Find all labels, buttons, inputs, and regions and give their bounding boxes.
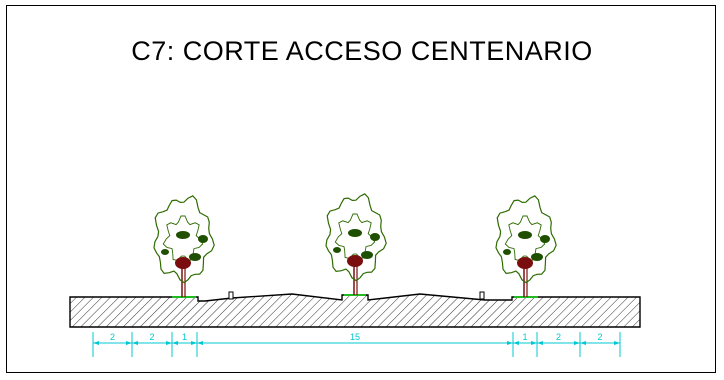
dimension-arrow [191, 341, 197, 345]
dimension-arrow [507, 341, 513, 345]
curb-left [228, 291, 234, 300]
dimension-arrow [580, 341, 586, 345]
trees-layer [153, 193, 557, 297]
dimension-arrow [93, 341, 99, 345]
dimension-label: 1 [182, 332, 187, 342]
dimension-arrow [614, 341, 620, 345]
dimension-label: 1 [522, 332, 527, 342]
tree-crown [153, 195, 215, 284]
dimension-label: 2 [597, 332, 602, 342]
dimension-arrow [126, 341, 132, 345]
tree-center [325, 193, 387, 295]
drawing-title: C7: CORTE ACCESO CENTENARIO [131, 36, 593, 66]
road-section-body [69, 293, 641, 328]
dimension-label: 2 [110, 332, 115, 342]
dimension-arrow [172, 341, 178, 345]
dimension-label: 2 [149, 332, 154, 342]
dimension-arrow [132, 341, 138, 345]
tree-right [495, 195, 557, 297]
dimension-arrow [531, 341, 537, 345]
dimension-arrow [574, 341, 580, 345]
dimension-arrow [513, 341, 519, 345]
tree-crown [495, 195, 557, 284]
dimension-label: 2 [556, 332, 561, 342]
tree-left [153, 195, 215, 297]
dimension-arrow [537, 341, 543, 345]
tree-crown [325, 193, 387, 282]
dimension-line: 2 2 1 15 1 2 2 [92, 332, 621, 357]
dimension-arrow [166, 341, 172, 345]
curb-right [479, 291, 485, 300]
dimension-arrow [197, 341, 203, 345]
dimension-label: 15 [350, 332, 360, 342]
